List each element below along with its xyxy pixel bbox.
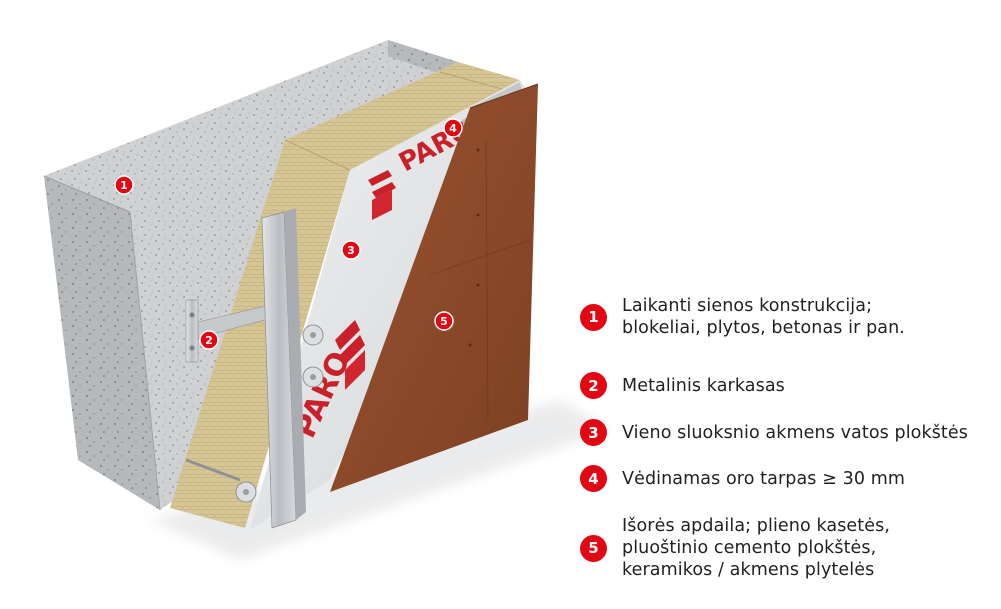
marker-5: 5 [434,311,454,331]
legend-badge-5: 5 [580,534,607,562]
insulation-anchors [235,324,324,503]
legend-text-line: Vėdinamas oro tarpas ≥ 30 mm [622,468,906,489]
legend-text-1: Laikanti sienos konstrukcija; blokeliai,… [622,295,905,339]
legend-text-line: Išorės apdaila; plieno kasetės, [622,516,891,536]
legend-text-3: Vieno sluoksnio akmens vatos plokštės [622,422,968,444]
exterior-cladding [330,83,539,492]
legend-text-5: Išorės apdaila; plieno kasetės, pluoštin… [622,515,890,581]
svg-text:4: 4 [449,122,457,135]
svg-text:3: 3 [347,244,355,257]
legend-text-line: keramikos / akmens plytelės [622,560,875,580]
legend-badge-3: 3 [580,419,607,446]
legend-text-line: Vieno sluoksnio akmens vatos plokštės [622,422,968,443]
legend-badge-2: 2 [580,372,607,399]
legend-item-1: 1 Laikanti sienos konstrukcija; blokelia… [580,295,905,339]
marker-2: 2 [199,330,219,350]
marker-3: 3 [341,240,361,260]
legend-text-line: blokeliai, plytos, betonas ir pan. [622,318,905,338]
svg-text:1: 1 [120,179,128,192]
svg-text:5: 5 [440,315,448,328]
legend-item-5: 5 Išorės apdaila; plieno kasetės, pluošt… [580,515,890,581]
legend-item-3: 3 Vieno sluoksnio akmens vatos plokštės [580,419,968,446]
marker-4: 4 [443,118,463,138]
marker-1: 1 [114,175,134,195]
legend-text-line: Laikanti sienos konstrukcija; [622,296,873,316]
svg-text:2: 2 [205,334,213,347]
legend-item-2: 2 Metalinis karkasas [580,372,785,399]
metal-frame [185,208,324,529]
legend-badge-4: 4 [580,465,607,492]
legend-badge-1: 1 [580,303,607,331]
legend-text-2: Metalinis karkasas [622,375,785,397]
legend-text-4: Vėdinamas oro tarpas ≥ 30 mm [622,468,905,490]
legend-item-4: 4 Vėdinamas oro tarpas ≥ 30 mm [580,465,905,492]
legend-text-line: pluoštinio cemento plokštės, [622,538,877,558]
legend-text-line: Metalinis karkasas [622,375,785,396]
brand-logo-marks [335,170,396,390]
